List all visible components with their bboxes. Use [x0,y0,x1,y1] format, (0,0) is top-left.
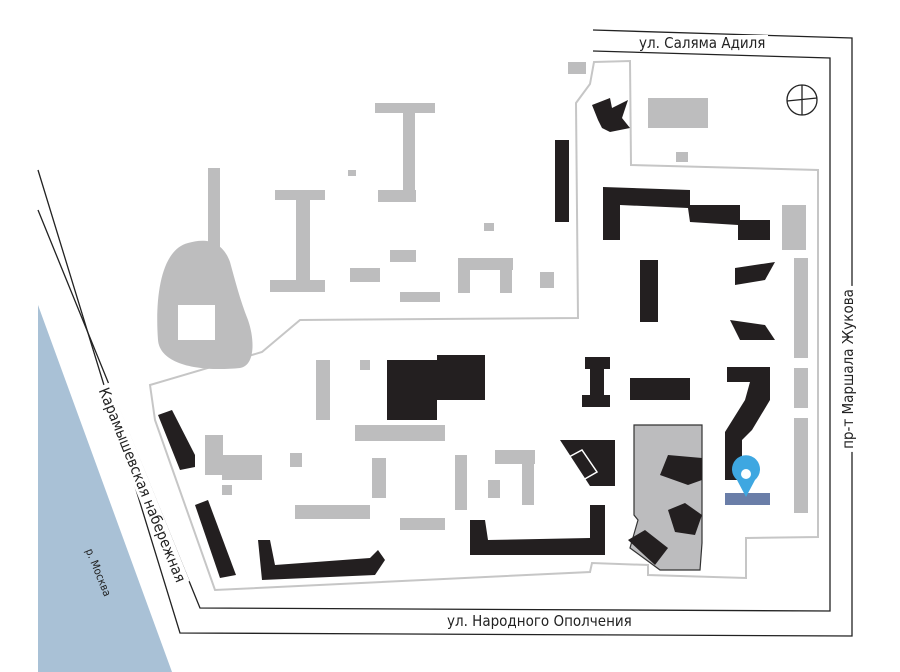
compass-icon [786,84,818,116]
small-building-outline [565,449,599,481]
street-label-bottom: ул. Народного Ополчения [444,613,635,629]
street-label-top: ул. Саляма Адиля [636,35,769,51]
river [38,305,172,672]
street-label-right: пр-т Маршала Жукова [839,286,857,452]
marker-plate [725,493,770,505]
territory-boundary [148,59,819,592]
location-pin-icon[interactable] [732,455,761,497]
project-buildings [158,98,775,580]
existing-buildings [157,62,808,530]
